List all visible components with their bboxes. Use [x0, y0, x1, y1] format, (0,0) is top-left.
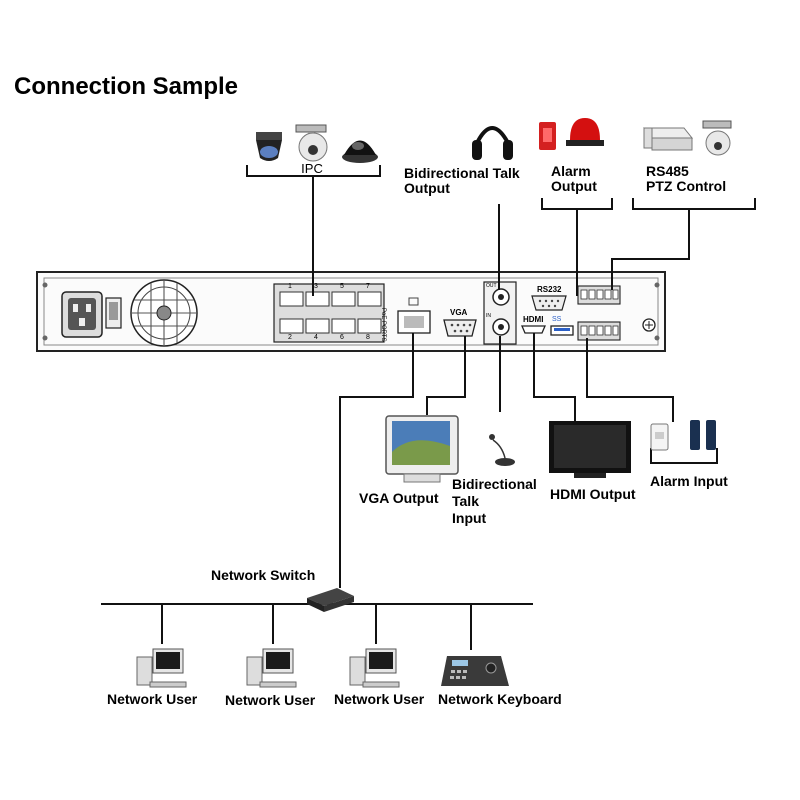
vga-port-label: VGA [450, 308, 468, 317]
alarm-input-label: Alarm Input [650, 473, 728, 489]
alarm-output-label: Alarm Output [551, 163, 597, 195]
monitor-icon [385, 415, 459, 483]
port-number: 5 [340, 283, 344, 290]
ptz-camera-icon [702, 120, 732, 156]
rs485-label: RS485 PTZ Control [646, 163, 727, 195]
usb-port-label: SS [552, 316, 562, 323]
vga-port-icon [443, 319, 477, 337]
port-number: 1 [288, 283, 292, 290]
beam-sensor-icon [690, 420, 716, 450]
computer-icon [136, 648, 187, 688]
headphones-icon [472, 126, 513, 160]
port-number: 7 [366, 283, 370, 290]
port-number: 3 [314, 283, 318, 290]
audio-out-label: OUT [486, 283, 497, 289]
strobe-light-icon [539, 122, 556, 150]
rs232-port-icon [531, 295, 567, 311]
ptz-decoder-icon [642, 127, 694, 151]
network-switch-label: Network Switch [211, 567, 316, 583]
dome-camera-icon [342, 140, 378, 163]
computer-icon [246, 648, 297, 688]
computer-icon [349, 648, 400, 688]
fan-icon [130, 279, 198, 347]
poe-ports-label: PoE PORTS [380, 308, 386, 342]
hdmi-output-label: HDMI Output [550, 486, 636, 502]
alarm-siren-icon [566, 118, 604, 146]
talk-output-label: Bidirectional Talk Output [404, 165, 520, 197]
poe-ports [273, 283, 385, 343]
port-number: 2 [288, 334, 292, 341]
ipc-label: IPC [301, 161, 323, 176]
hdmi-port-label: HDMI [523, 315, 544, 324]
vga-output-label: VGA Output [359, 490, 439, 506]
alarm-terminal-block [577, 285, 621, 341]
microphone-icon [489, 434, 515, 466]
port-number: 4 [314, 334, 318, 341]
speed-dome-camera-icon [256, 132, 282, 161]
network-user-label: Network User [107, 691, 198, 707]
talk-input-label: Bidirectional Talk Input [452, 476, 537, 526]
page-title: Connection Sample [14, 73, 239, 100]
power-socket-icon [61, 291, 122, 338]
port-number: 6 [340, 334, 344, 341]
ptz-camera-icon [295, 124, 328, 162]
keyboard-controller-icon [441, 656, 509, 686]
network-user-label: Network User [334, 691, 425, 707]
usb-port-icon [550, 325, 574, 336]
network-keyboard-label: Network Keyboard [438, 691, 562, 707]
port-number: 8 [366, 334, 370, 341]
network-user-label: Network User [225, 692, 316, 708]
network-switch-icon [307, 588, 354, 612]
connection-lines [101, 165, 756, 650]
hdmi-port-icon [521, 325, 546, 334]
tv-icon [549, 421, 631, 478]
audio-in-label: IN [486, 313, 491, 319]
lan-port-icon [397, 297, 431, 334]
rs232-port-label: RS232 [537, 285, 562, 294]
ground-icon [642, 318, 656, 332]
motion-sensor-icon [650, 423, 669, 451]
